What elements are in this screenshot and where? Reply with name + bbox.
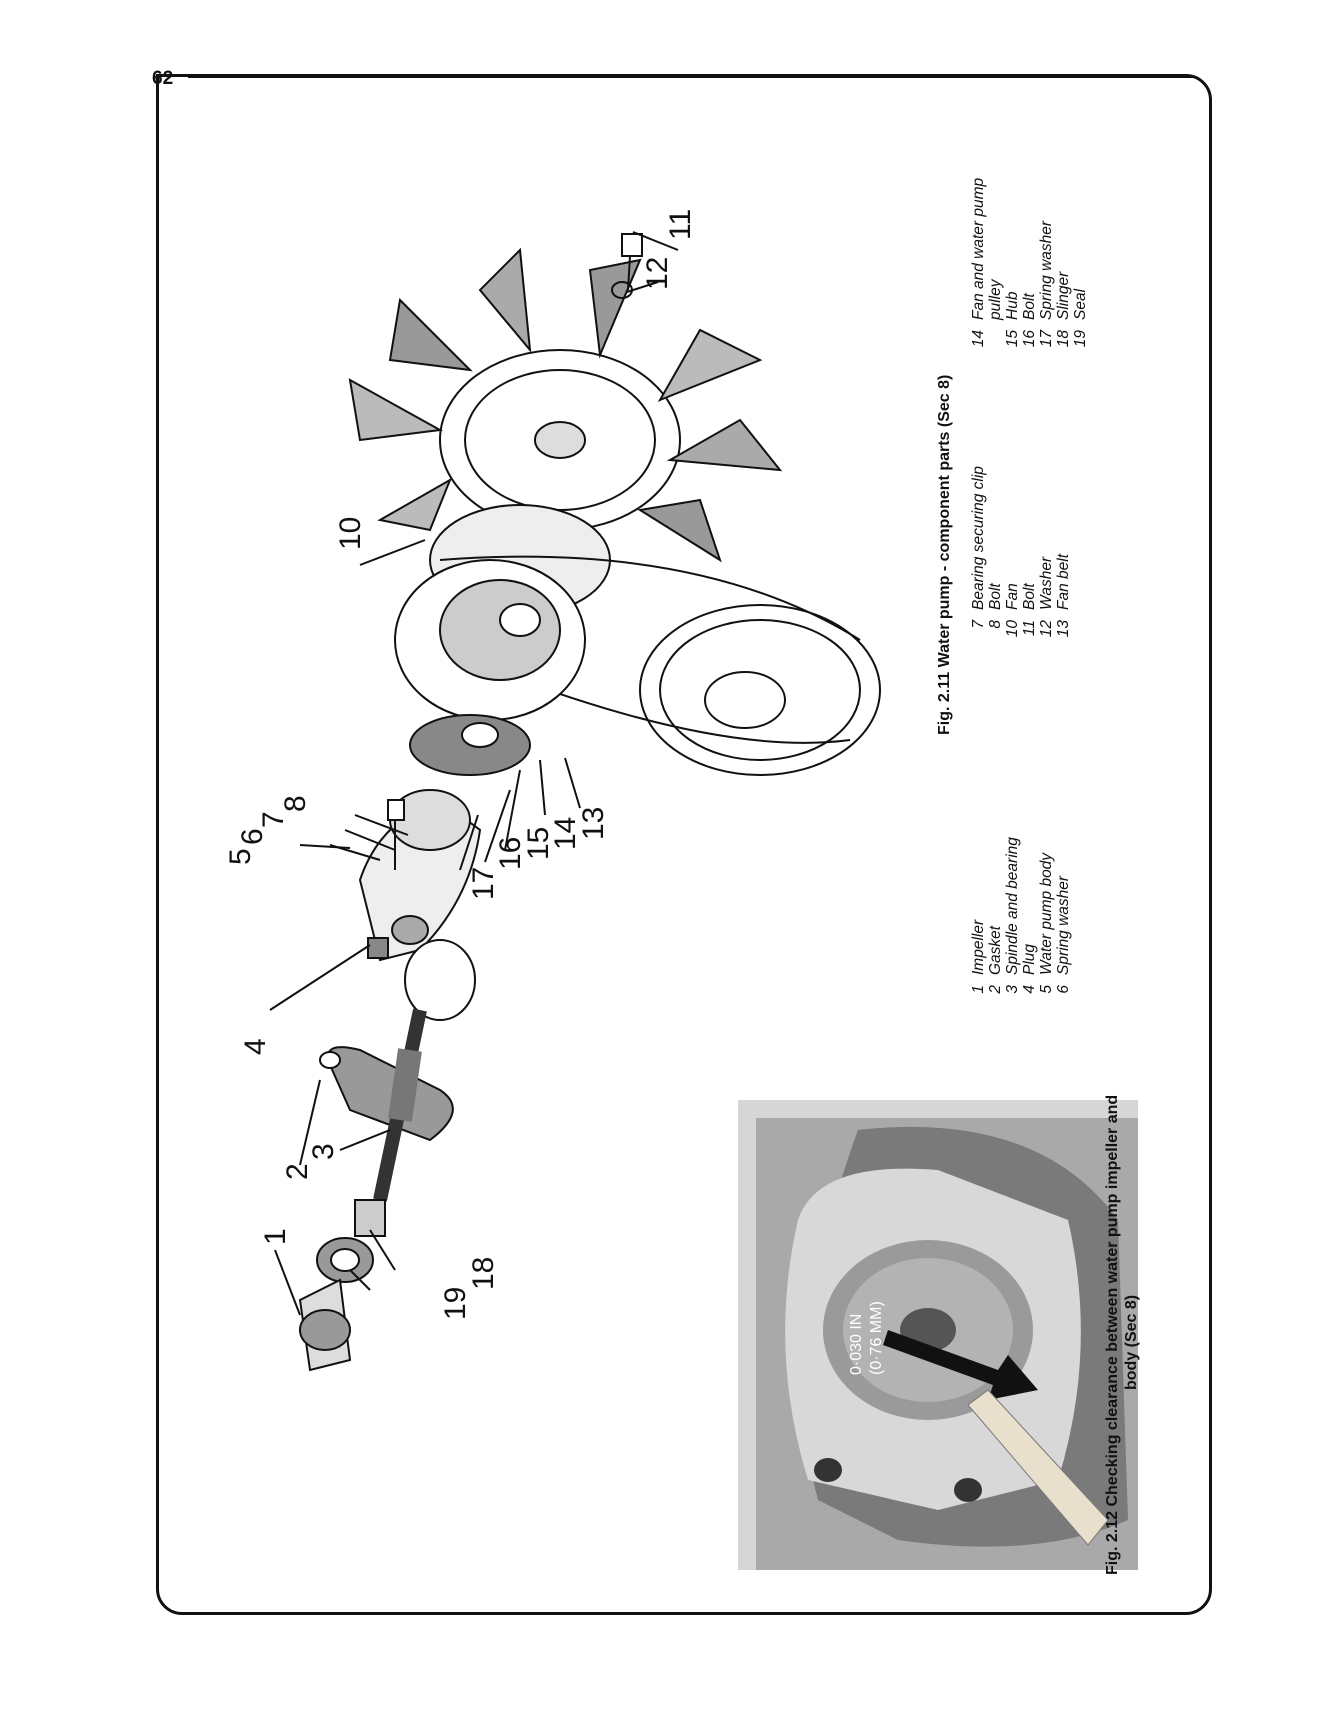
callout-10: 10 xyxy=(334,517,367,550)
photo-label-line1: 0·030 IN xyxy=(848,1314,865,1375)
callout-15: 15 xyxy=(522,827,555,860)
callout-5: 5 xyxy=(224,848,257,865)
callout-1: 1 xyxy=(259,1228,292,1245)
photo-label-line2: (0·76 MM) xyxy=(868,1301,885,1375)
fan-drawing xyxy=(348,247,783,603)
clearance-photo: 0·030 IN (0·76 MM) xyxy=(738,1100,1138,1570)
callout-7: 7 xyxy=(257,811,290,828)
callout-17: 17 xyxy=(467,867,500,900)
fig-2-12-caption-line2: body (Sec 8) xyxy=(1123,1294,1140,1390)
callout-6: 6 xyxy=(236,828,269,845)
callout-19: 19 xyxy=(439,1287,472,1320)
fig-2-11-caption: Fig. 2.11 Water pump - component parts (… xyxy=(936,374,953,735)
page-frame xyxy=(156,74,1212,1615)
callout-2: 2 xyxy=(281,1163,314,1180)
callout-12: 12 xyxy=(641,257,674,290)
callout-16: 16 xyxy=(494,837,527,870)
callout-11: 11 xyxy=(664,209,697,240)
callout-4: 4 xyxy=(239,1038,272,1055)
callout-3: 3 xyxy=(307,1143,340,1160)
callout-18: 18 xyxy=(467,1257,500,1290)
callout-13: 13 xyxy=(577,807,610,840)
fig-2-12-caption-line1: Fig. 2.12 Checking clearance between wat… xyxy=(1104,1094,1121,1575)
legend-item: pulley xyxy=(987,279,1004,321)
callout-14: 14 xyxy=(549,817,582,850)
callout-8: 8 xyxy=(279,795,312,812)
